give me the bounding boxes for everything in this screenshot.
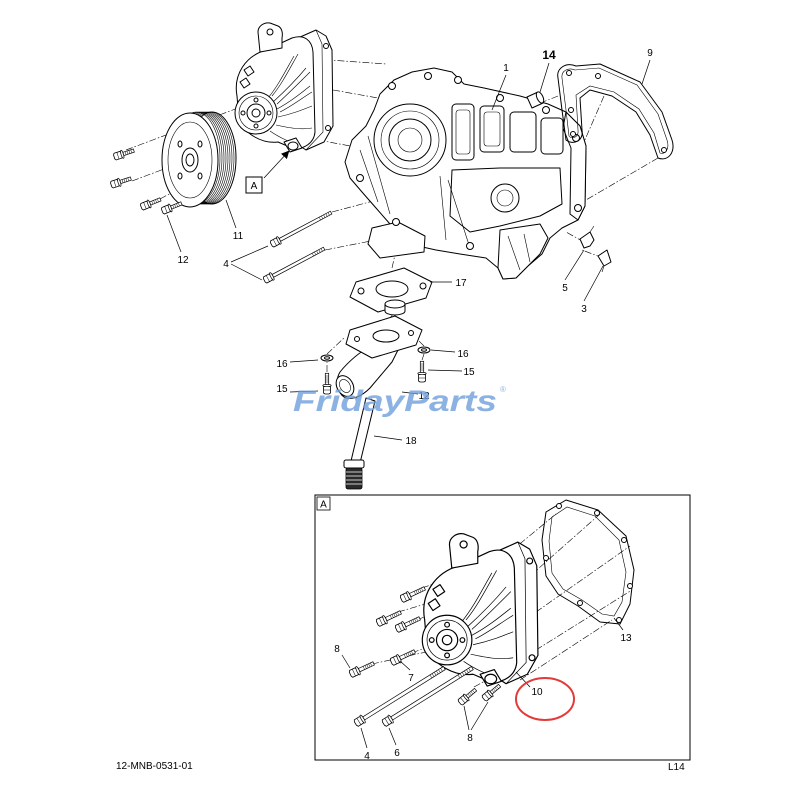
detail-a-reference: A (245, 150, 290, 194)
outlet-elbow (335, 315, 423, 399)
callout-16-right: 16 (457, 349, 469, 360)
pump-long-bolts (352, 663, 476, 728)
pump-gasket (541, 499, 635, 625)
inset-leader-lines (341, 617, 624, 749)
detail-a-box (245, 176, 263, 194)
seal-ring (384, 299, 406, 316)
bolt (261, 244, 327, 285)
callout-7: 7 (408, 673, 414, 684)
water-pump (234, 22, 334, 153)
washer-right (417, 346, 431, 354)
watermark-part2: Parts (404, 385, 497, 418)
callout-9: 9 (647, 48, 653, 59)
inset-label-box (316, 496, 331, 511)
long-bolts (261, 208, 334, 285)
callout-16-left: 16 (276, 359, 288, 370)
callout-14: 14 (542, 48, 556, 62)
callout-5: 5 (562, 283, 568, 294)
callout-4-inset: 4 (364, 751, 370, 762)
callouts-inset: 13 8 7 10 8 4 6 (334, 633, 632, 762)
callout-8-lower: 8 (467, 733, 473, 744)
outlet-gasket (349, 267, 433, 313)
inset-frame (314, 494, 691, 761)
watermark-part1: Friday (293, 385, 406, 418)
bolt (347, 658, 377, 679)
bolt (268, 208, 334, 249)
callout-12-elbow: 12 (418, 391, 430, 402)
bolt (352, 663, 448, 728)
front-cover-housing (344, 67, 587, 280)
bolt (398, 583, 428, 604)
bolt (109, 174, 133, 190)
pump-bolts (347, 583, 428, 679)
drawing-id: 12-MNB-0531-01 (116, 761, 193, 772)
callout-6: 6 (394, 748, 400, 759)
callout-15-left: 15 (276, 384, 288, 395)
plug (526, 91, 545, 109)
callout-17: 17 (455, 278, 467, 289)
callout-4: 4 (223, 259, 229, 270)
callout-3: 3 (581, 304, 587, 315)
bolt (480, 682, 503, 703)
callout-12: 12 (177, 255, 189, 266)
bolt (112, 146, 136, 162)
page-code: L14 (668, 762, 685, 773)
inset-label: A (320, 500, 327, 511)
cover-gasket (557, 63, 674, 160)
pump-bottom-bolts (456, 682, 503, 707)
detail-a-arrow (263, 150, 290, 179)
clip-pin (597, 249, 612, 273)
bolt-right (417, 360, 427, 383)
water-pump-detail (421, 533, 539, 687)
callouts-main: 1 14 9 11 12 4 17 5 3 16 16 15 15 12 18 (177, 48, 653, 447)
bolt (456, 686, 479, 707)
watermark-registered-mark: ® (500, 385, 506, 394)
highlight-ring (515, 677, 575, 721)
callout-15-right: 15 (463, 367, 475, 378)
callout-10: 10 (531, 687, 543, 698)
clip (579, 225, 595, 249)
leader-lines (166, 59, 651, 441)
bolt (380, 663, 476, 728)
coolant-tube (343, 397, 376, 490)
callout-8-upper: 8 (334, 644, 340, 655)
callout-13: 13 (620, 633, 632, 644)
callout-1: 1 (503, 63, 509, 74)
bolt (139, 195, 163, 212)
washer-left (320, 354, 334, 362)
detail-a-label: A (251, 181, 258, 192)
detail-a-inset: A (314, 494, 691, 762)
callout-18: 18 (405, 436, 417, 447)
bolt (393, 613, 423, 634)
callout-11: 11 (233, 231, 244, 242)
crankshaft-pulley (161, 111, 237, 208)
